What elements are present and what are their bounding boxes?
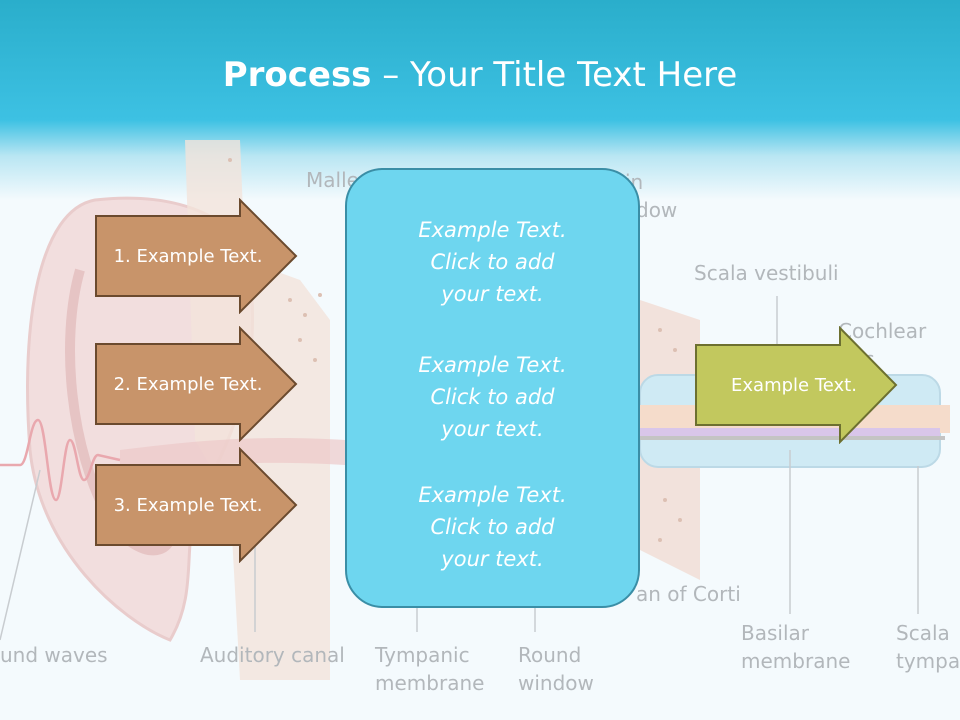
bone-texture	[228, 158, 682, 542]
arrow-result[interactable]	[694, 326, 900, 444]
auditory-canal	[120, 438, 345, 470]
label-scala-vestibuli: Scala vestibuli	[694, 261, 839, 285]
ear-inner-fold	[65, 268, 175, 556]
label-tympanic-1: Tympanic	[375, 643, 470, 667]
center-item-3-line2: Click to add	[430, 515, 555, 539]
sound-wave	[0, 418, 121, 502]
arrow-step-1[interactable]	[94, 198, 300, 314]
label-organ-of-corti: an of Corti	[636, 582, 741, 606]
title-rest: – Your Title Text Here	[371, 55, 738, 95]
center-item-3-line3: your text.	[441, 547, 544, 571]
label-scala-tympani-2: tympar	[896, 649, 960, 673]
label-basilar-2: membrane	[741, 649, 851, 673]
center-item-2-line3: your text.	[441, 417, 544, 441]
arrow-step-2[interactable]	[94, 326, 300, 442]
center-item-2-line2: Click to add	[430, 385, 555, 409]
center-item-2-line1: Example Text.	[418, 353, 567, 377]
label-tympanic-2: membrane	[375, 671, 485, 695]
arrow-step-2-label: 2. Example Text.	[113, 373, 263, 395]
center-text-box[interactable]: Example Text. Click to add your text. Ex…	[345, 168, 640, 608]
label-basilar-1: Basilar	[741, 621, 809, 645]
label-round-window-1: Round	[518, 643, 582, 667]
center-item-1-line3: your text.	[441, 282, 544, 306]
basilar-strip	[640, 428, 940, 436]
title-bold: Process	[222, 55, 372, 95]
arrow-step-1-label: 1. Example Text.	[113, 245, 263, 267]
label-round-window-2: window	[518, 671, 594, 695]
label-sound-waves: und waves	[0, 643, 108, 667]
center-item-3: Example Text. Click to add your text.	[347, 479, 638, 575]
label-scala-tympani-1: Scala	[896, 621, 950, 645]
header-band	[0, 0, 960, 200]
leader-sound-waves	[0, 469, 41, 641]
arrow-step-3[interactable]	[94, 447, 300, 563]
label-oval-window-bottom: dow	[636, 198, 678, 222]
page-title: Process – Your Title Text Here	[0, 55, 960, 95]
arrow-step-3-label: 3. Example Text.	[113, 494, 263, 516]
center-item-2: Example Text. Click to add your text.	[347, 349, 638, 445]
center-item-1-line2: Click to add	[430, 250, 555, 274]
center-item-3-line1: Example Text.	[418, 483, 567, 507]
center-item-1-line1: Example Text.	[418, 218, 567, 242]
label-auditory-canal: Auditory canal	[200, 643, 345, 667]
center-item-1: Example Text. Click to add your text.	[347, 214, 638, 310]
basilar-strip-gray	[640, 436, 945, 440]
arrow-result-label: Example Text.	[731, 374, 857, 396]
